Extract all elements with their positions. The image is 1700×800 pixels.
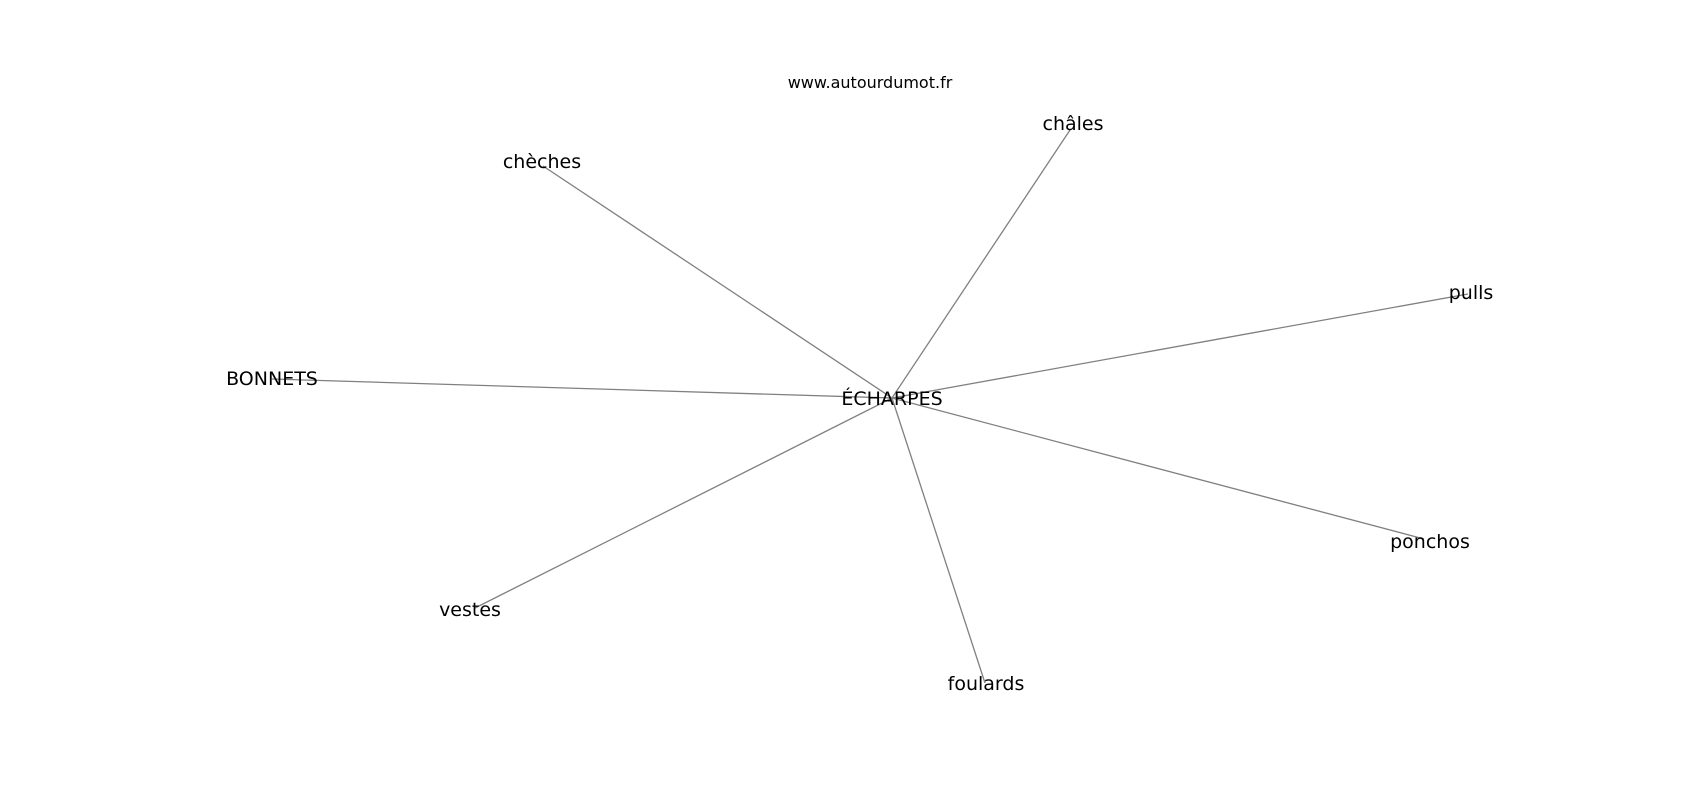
source-watermark: www.autourdumot.fr bbox=[788, 73, 953, 92]
node-center-echarpes[interactable]: ÉCHARPES bbox=[841, 387, 942, 410]
node-foulards[interactable]: foulards bbox=[948, 673, 1025, 695]
edge-bonnets bbox=[271, 378, 893, 399]
edge-chales bbox=[891, 129, 1071, 399]
edge-foulards bbox=[891, 397, 986, 684]
edges-layer bbox=[271, 129, 1469, 684]
edge-pulls bbox=[891, 293, 1469, 399]
node-bonnets[interactable]: BONNETS bbox=[226, 368, 318, 390]
edge-ponchos bbox=[891, 397, 1425, 540]
edge-cheches bbox=[542, 165, 893, 399]
node-chales[interactable]: châles bbox=[1043, 113, 1104, 135]
node-cheches[interactable]: chèches bbox=[503, 151, 581, 173]
node-ponchos[interactable]: ponchos bbox=[1390, 531, 1470, 553]
edge-vestes bbox=[474, 397, 893, 609]
node-vestes[interactable]: vestes bbox=[439, 599, 501, 621]
node-pulls[interactable]: pulls bbox=[1449, 282, 1494, 304]
